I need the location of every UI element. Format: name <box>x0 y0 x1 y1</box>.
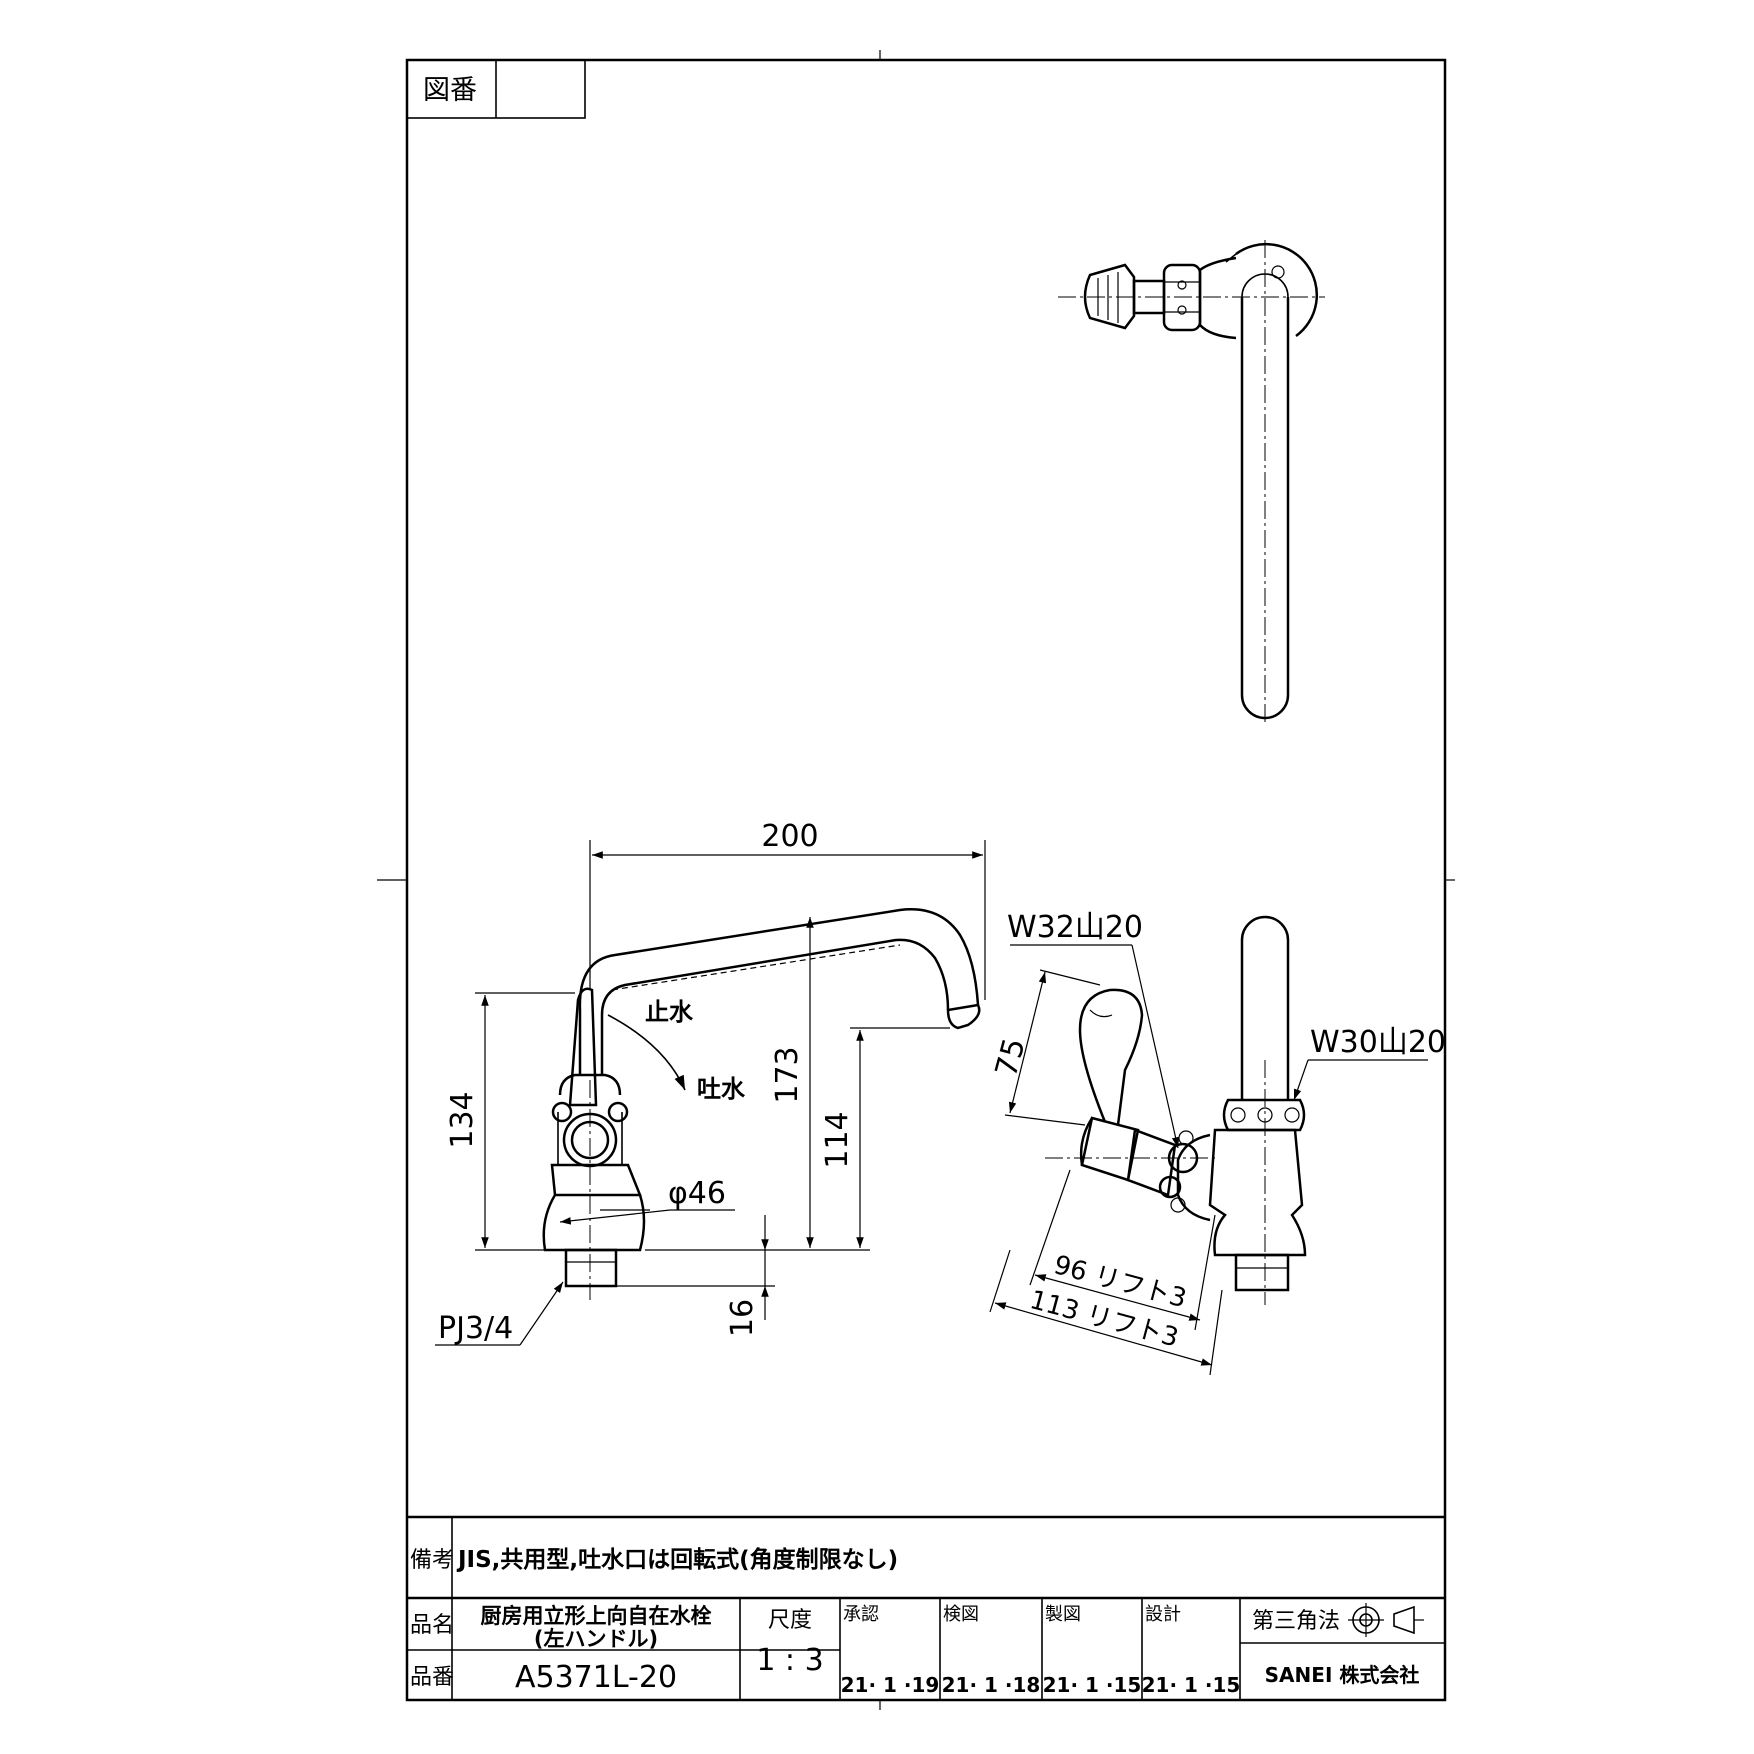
drawing-number-label: 図番 <box>423 75 477 106</box>
front-view: 200 134 173 114 φ46 16 PJ3/4 止水 吐水 <box>435 819 986 1346</box>
dim-total-height: 134 <box>445 1091 480 1148</box>
dim-connection-thread: PJ3/4 <box>438 1311 513 1346</box>
label-stop-water: 止水 <box>645 998 694 1026</box>
approval-label: 承認 <box>843 1604 879 1625</box>
check-date: 21· 1 ·18 <box>942 1673 1041 1697</box>
dim-nut-thread-1: W32山20 <box>1007 910 1143 945</box>
dim-spout-height: 173 <box>770 1046 805 1103</box>
drawing-frame <box>377 50 1455 1710</box>
approval-date: 21· 1 ·19 <box>841 1673 940 1697</box>
dim-connection-length: 16 <box>725 1299 760 1337</box>
third-angle-projection-icon <box>1348 1603 1424 1637</box>
title-block: 備考 JIS,共用型,吐水口は回転式(角度制限なし) 品名 厨房用立形上向自在水… <box>407 1515 1445 1700</box>
label-discharge-water: 吐水 <box>697 1075 746 1103</box>
dim-spout-reach: 200 <box>761 819 818 854</box>
drafting-date: 21· 1 ·15 <box>1043 1673 1142 1697</box>
remarks-text: JIS,共用型,吐水口は回転式(角度制限なし) <box>456 1546 898 1573</box>
dim-outlet-height: 114 <box>820 1111 855 1168</box>
dim-body-diameter: φ46 <box>668 1176 726 1211</box>
projection-label: 第三角法 <box>1252 1609 1340 1634</box>
design-label: 設計 <box>1145 1604 1181 1625</box>
side-view: W32山20 W30山20 75 96 リフト3 113 リフト3 <box>989 910 1446 1376</box>
scale-label: 尺度 <box>768 1608 812 1633</box>
remarks-label: 備考 <box>410 1548 454 1573</box>
drafting-label: 製図 <box>1045 1604 1081 1625</box>
product-name-line1: 厨房用立形上向自在水栓 <box>481 1604 712 1628</box>
drawing-number-box: 図番 <box>406 59 586 119</box>
product-name-label: 品名 <box>410 1613 454 1638</box>
product-name-line2: (左ハンドル) <box>534 1627 658 1651</box>
company-name: SANEI 株式会社 <box>1265 1663 1420 1687</box>
scale-value: 1 : 3 <box>756 1643 823 1678</box>
dim-nut-thread-2: W30山20 <box>1310 1025 1446 1060</box>
top-view <box>1058 240 1325 725</box>
product-no: A5371L-20 <box>515 1660 677 1695</box>
product-no-label: 品番 <box>410 1665 454 1690</box>
design-date: 21· 1 ·15 <box>1142 1673 1241 1697</box>
dim-handle-height: 75 <box>989 1035 1033 1081</box>
check-label: 検図 <box>943 1604 979 1625</box>
